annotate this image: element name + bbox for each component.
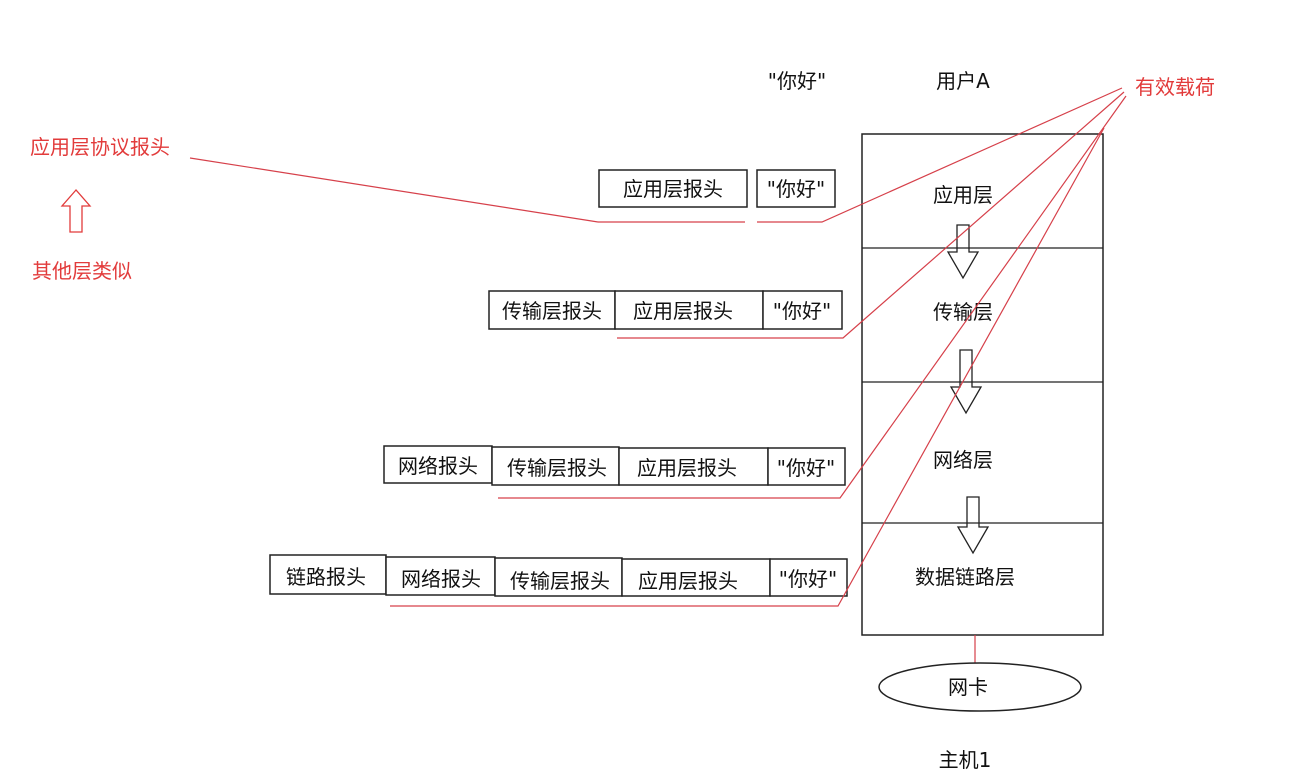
app-header-annotation: 应用层协议报头 [30, 135, 170, 159]
packet-transport: 传输层报头 应用层报头 "你好" [488, 290, 843, 330]
arrow-down-icon [946, 224, 980, 280]
packet-segment: 网络报头 [398, 454, 478, 478]
layer-network: 网络层 [933, 448, 993, 472]
layer-transport: 传输层 [933, 300, 993, 324]
packet-network: 网络报头 传输层报头 应用层报头 "你好" [383, 445, 846, 486]
nic-label: 网卡 [948, 675, 988, 699]
arrow-down-icon [956, 496, 990, 555]
packet-segment: 应用层报头 [633, 299, 733, 323]
layer-application: 应用层 [933, 183, 993, 207]
packet-segment: 应用层报头 [623, 177, 723, 201]
packet-segment: 传输层报头 [507, 456, 607, 480]
nic-ellipse [878, 662, 1082, 712]
packet-segment: "你好" [777, 456, 835, 480]
user-label: 用户A [936, 69, 990, 93]
host-label: 主机1 [939, 748, 992, 772]
protocol-stack: 应用层 传输层 网络层 数据链路层 [861, 133, 1104, 636]
payload-pointer-line [390, 127, 1105, 607]
packet-segment: "你好" [767, 177, 825, 201]
packet-segment: 应用层报头 [637, 456, 737, 480]
others-similar-annotation: 其他层类似 [32, 259, 132, 283]
packet-application: 应用层报头 "你好" [598, 169, 836, 208]
packet-datalink: 链路报头 网络报头 传输层报头 应用层报头 "你好" [269, 554, 848, 597]
message-label: "你好" [768, 69, 826, 93]
payload-label: 有效载荷 [1135, 75, 1215, 99]
packet-segment: "你好" [773, 299, 831, 323]
packet-segment: "你好" [779, 567, 837, 591]
payload-pointer-line [498, 95, 1127, 499]
packet-segment: 传输层报头 [502, 299, 602, 323]
annotation-pointer-line [189, 157, 599, 223]
arrow-up-icon [60, 189, 92, 233]
layer-datalink: 数据链路层 [915, 565, 1015, 589]
payload-pointer-line [757, 87, 1123, 223]
arrow-down-icon [949, 349, 983, 415]
packet-segment: 链路报头 [286, 565, 366, 589]
packet-segment: 网络报头 [401, 567, 481, 591]
packet-segment: 传输层报头 [510, 569, 610, 593]
payload-pointer-line [617, 91, 1125, 339]
packet-segment: 应用层报头 [638, 569, 738, 593]
